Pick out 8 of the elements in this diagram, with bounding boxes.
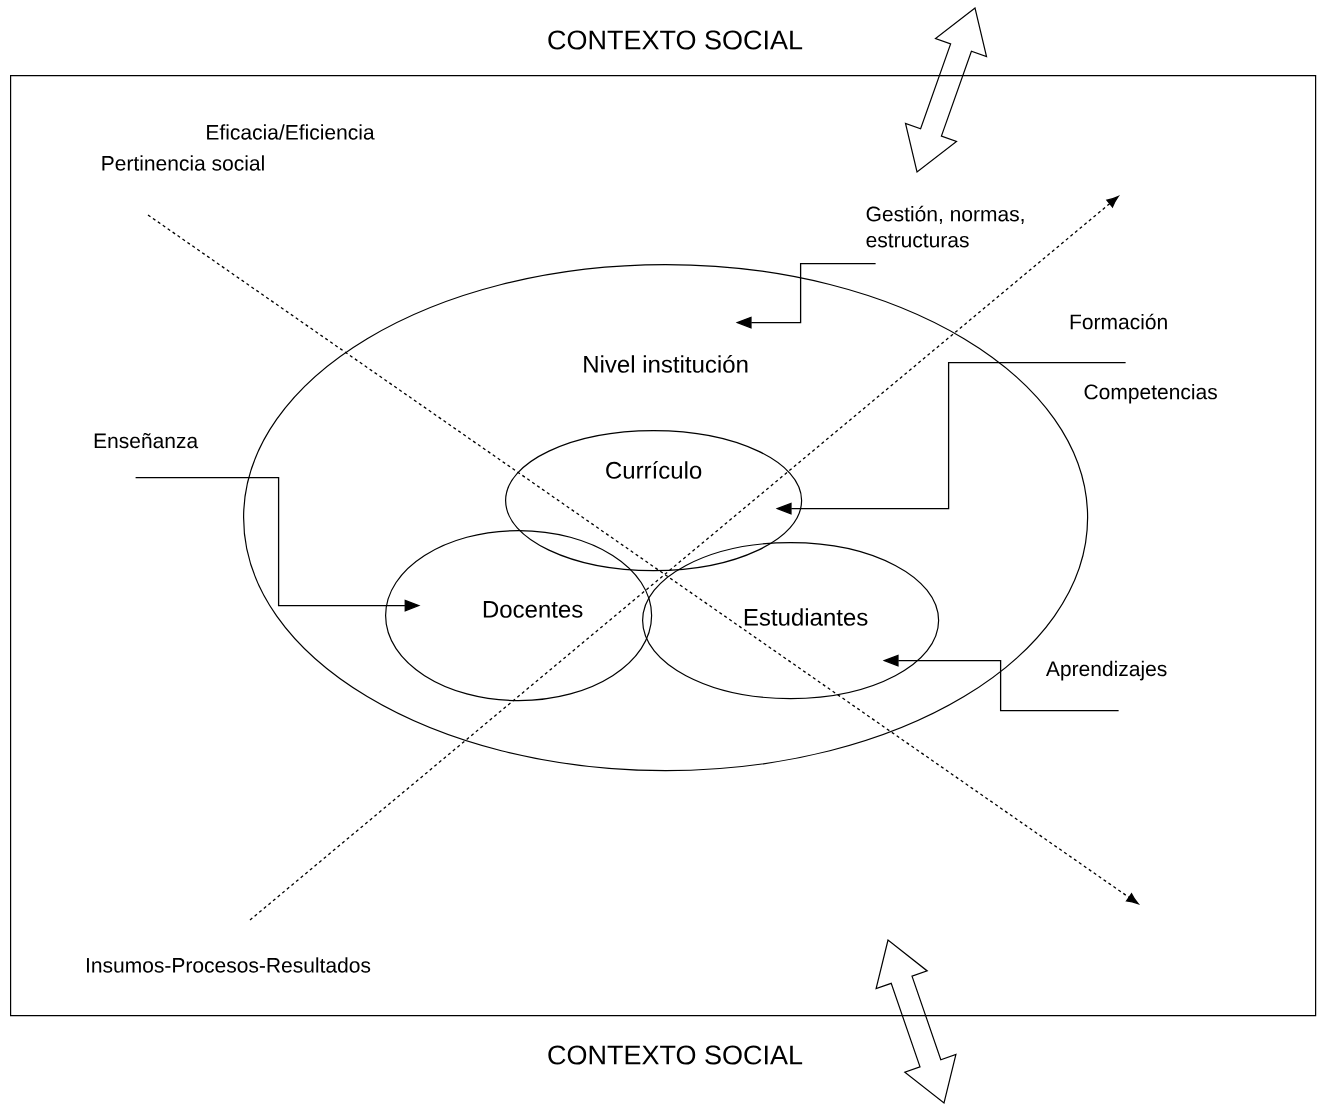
text-label: Insumos-Procesos-Resultados [86, 957, 371, 973]
frame-box [10, 75, 1317, 1017]
text-label: Pertinencia social [102, 155, 264, 171]
text-label: Eficacia/Eficiencia [207, 124, 375, 140]
text-label: Enseñanza [92, 431, 200, 450]
heading: CONTEXTO SOCIAL [548, 1045, 803, 1065]
heading: CONTEXTO SOCIAL [548, 30, 803, 50]
text-label: Gestión, normas, estructuras [864, 204, 1035, 249]
